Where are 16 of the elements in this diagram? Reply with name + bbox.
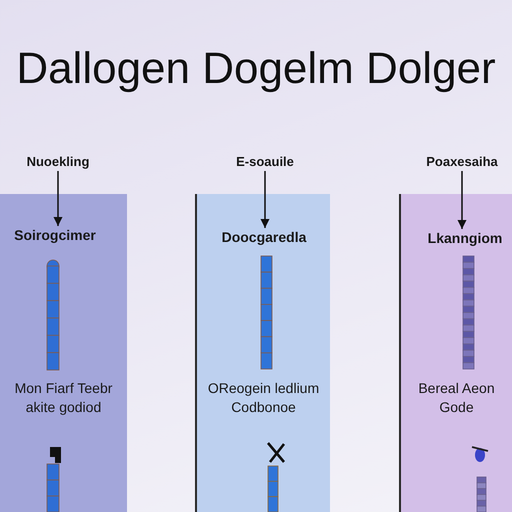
arrow: [260, 171, 270, 228]
panel-heading: Lkanngiom: [428, 230, 502, 246]
column-panel: [195, 194, 330, 512]
panel-heading: Doocgaredla: [222, 229, 306, 245]
column-panel: [399, 194, 512, 512]
arrow: [54, 171, 62, 226]
panel-text: Bereal Aeon Gode: [401, 379, 512, 417]
arrow: [458, 171, 466, 229]
diagram-title: Dallogen Dogelm Dolger: [15, 44, 497, 94]
step-label: Nuoekling: [26, 154, 90, 169]
column-panel: [0, 194, 127, 512]
step-label: E-soauile: [236, 154, 294, 169]
step-label: Poaxesaiha: [426, 154, 498, 169]
panel-heading: Soirogcimer: [14, 227, 96, 243]
panel-text: OReogein ledlium Codbonoe: [197, 379, 330, 417]
panel-text: Mon Fiarf Teebr akite godiod: [0, 379, 127, 417]
